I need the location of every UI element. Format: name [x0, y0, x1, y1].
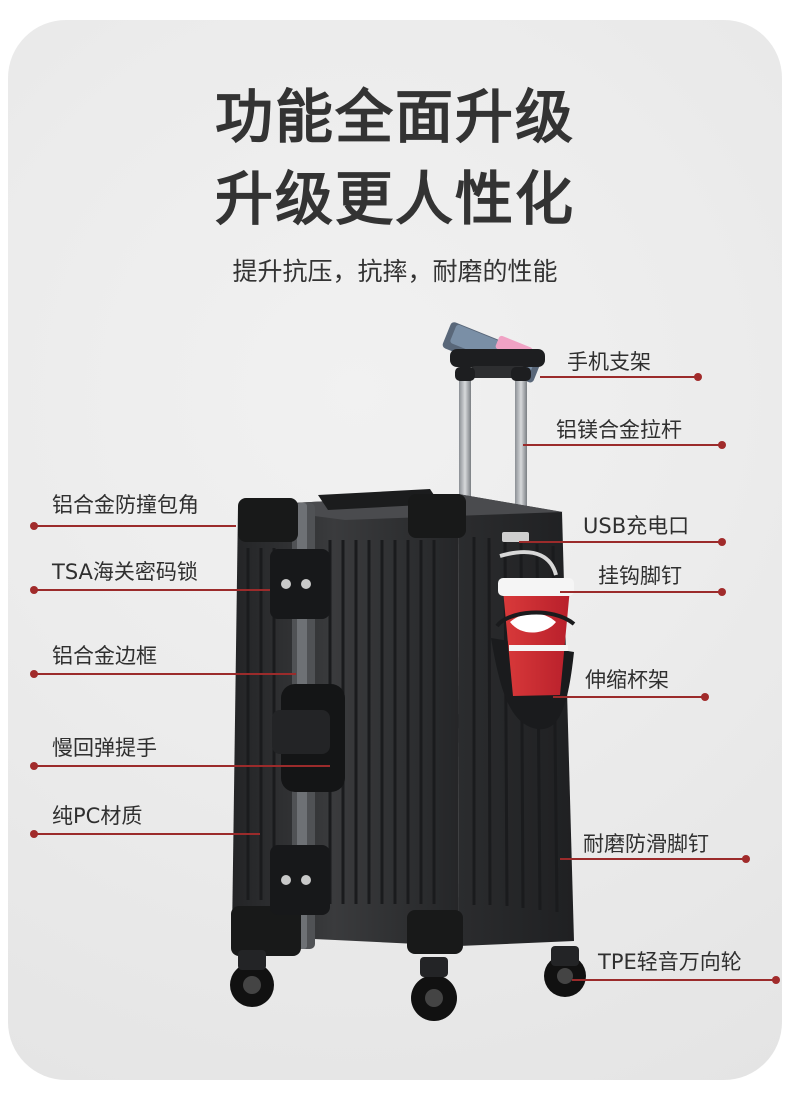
label-tsa-lock: TSA海关密码锁	[52, 560, 198, 584]
label-anti-slip-feet: 耐磨防滑脚钉	[583, 832, 709, 856]
label-aluminum-magnesium-trolley-rod: 铝镁合金拉杆	[556, 418, 682, 442]
label-pure-pc-material: 纯PC材质	[52, 804, 143, 828]
label-telescoping-cup-holder: 伸缩杯架	[585, 668, 669, 692]
label-aluminum-corner-protectors: 铝合金防撞包角	[52, 493, 199, 517]
label-hook-feet: 挂钩脚钉	[598, 564, 682, 588]
subheadline: 提升抗压，抗摔，耐磨的性能	[232, 257, 558, 286]
label-tpe-silent-spinner-wheels: TPE轻音万向轮	[598, 950, 742, 974]
label-slow-rebound-handle: 慢回弹提手	[52, 736, 157, 760]
label-aluminum-frame: 铝合金边框	[52, 644, 157, 668]
headline-line-2: 升级更人性化	[214, 165, 575, 233]
label-phone-holder: 手机支架	[567, 350, 651, 374]
headline-line-1: 功能全面升级	[214, 83, 575, 151]
label-usb-charging-port: USB充电口	[583, 514, 690, 538]
